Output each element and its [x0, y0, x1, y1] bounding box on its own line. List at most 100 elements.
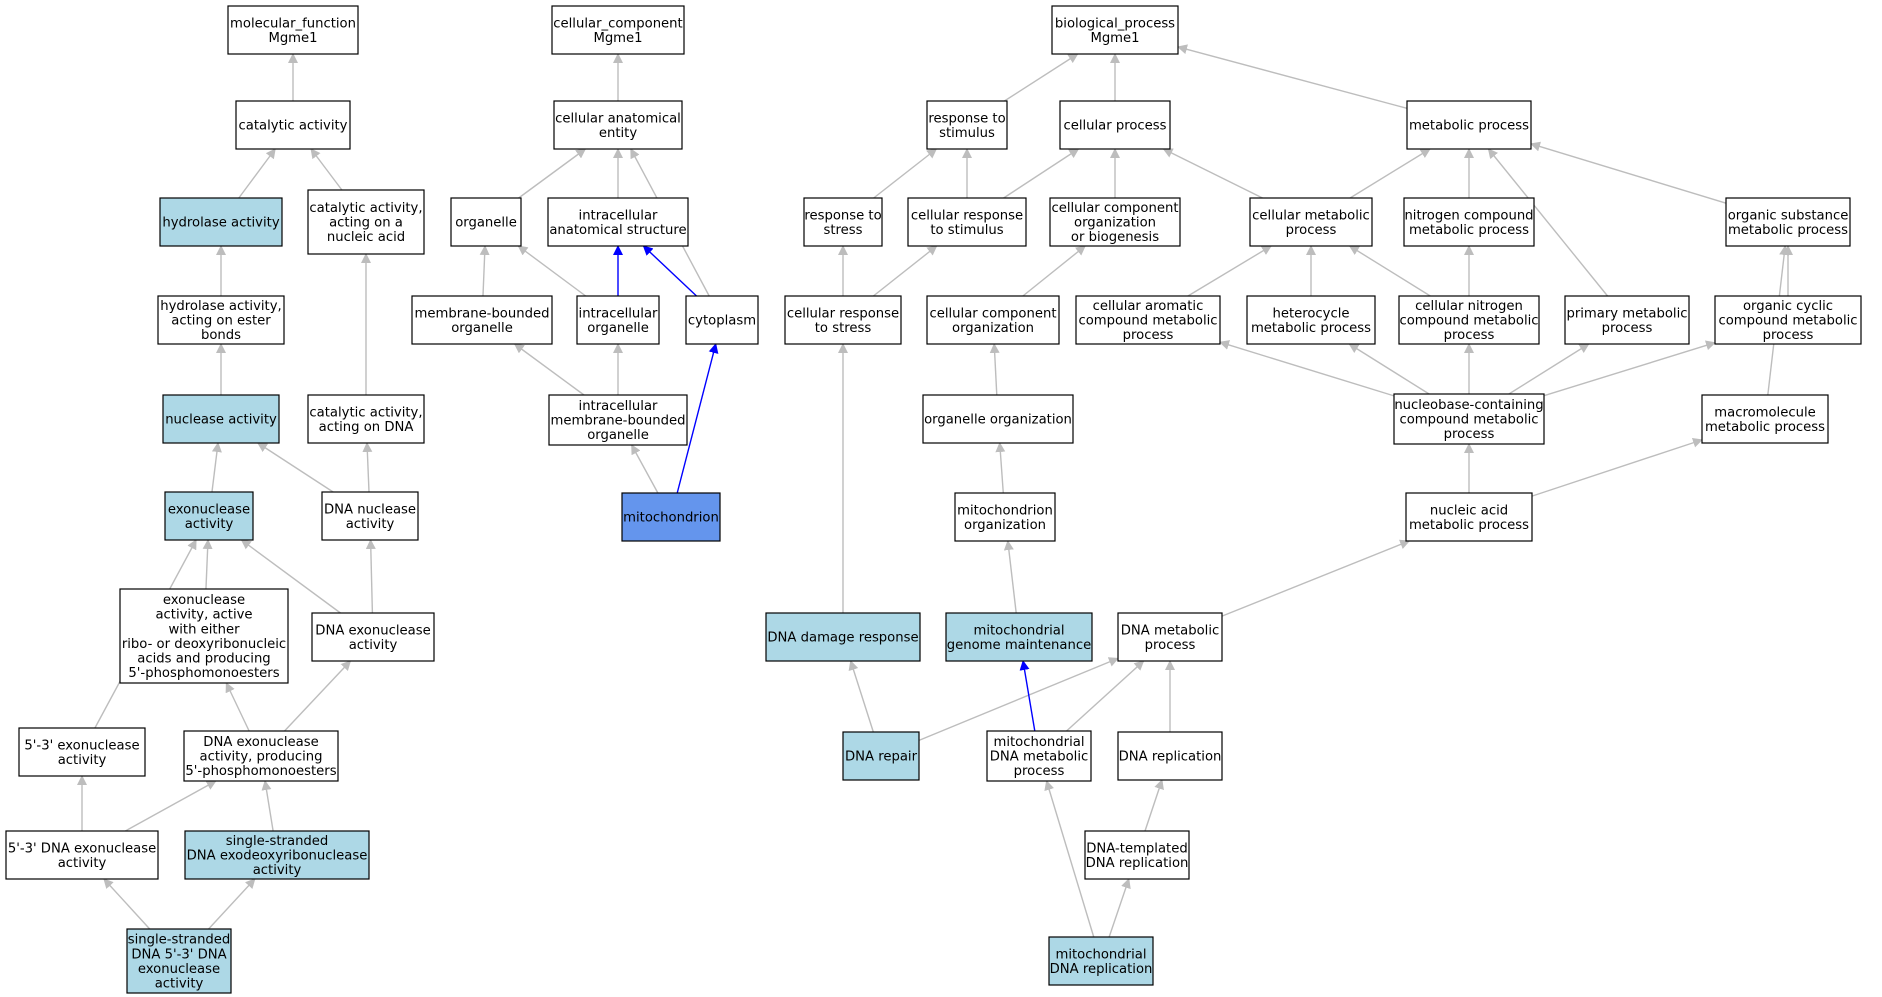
edge-dna_nuclease-to-nuclease: [257, 442, 334, 493]
edge-mito-to-cytoplasm: [676, 343, 719, 494]
edge-ss_53-to-dna_exo53: [103, 878, 151, 930]
node-box: [18, 727, 146, 777]
node-box: [576, 295, 660, 345]
edge-cytoplasm-to-ias: [642, 245, 698, 297]
node-organelle[interactable]: organelle: [450, 197, 522, 247]
node-box: [685, 295, 759, 345]
node-cell_proc[interactable]: cellular process: [1059, 100, 1171, 150]
node-met_proc[interactable]: metabolic process: [1406, 100, 1532, 150]
node-box: [307, 394, 425, 444]
edge-nucleobase-to-prim_met: [1508, 343, 1590, 395]
node-cytoplasm[interactable]: cytoplasm: [685, 295, 759, 345]
edge-resp_stress-to-resp_stim: [873, 148, 938, 199]
node-org_org[interactable]: organelle organization: [922, 394, 1074, 444]
edge-mito_dna_rep-to-dna_templ: [1108, 878, 1131, 938]
node-cat_dna[interactable]: catalytic activity,acting on DNA: [307, 394, 425, 444]
node-box: [126, 928, 232, 994]
node-box: [1564, 295, 1690, 345]
node-box: [183, 730, 339, 782]
node-dna_repair[interactable]: DNA repair: [842, 731, 920, 781]
edge-dna_repair-to-dna_damage: [848, 660, 875, 733]
node-box: [119, 588, 289, 684]
node-label: metabolic process: [1409, 119, 1529, 134]
edge-cell_resp_stim-to-cell_proc: [1003, 148, 1080, 199]
node-box: [157, 295, 285, 345]
node-box: [307, 189, 425, 255]
edge-cell_nit-to-cell_met: [1348, 245, 1431, 297]
node-dna_rep[interactable]: DNA replication: [1117, 731, 1223, 781]
edge-imbo-to-mbo: [513, 343, 585, 396]
node-hydrolase[interactable]: hydrolase activity: [159, 197, 283, 247]
node-box: [945, 612, 1093, 662]
edge-mito_dna_rep-to-mito_dna_met: [1044, 780, 1095, 938]
node-dna_damage[interactable]: DNA damage response: [765, 612, 921, 662]
edge-cell_arom-to-cell_met: [1187, 245, 1272, 297]
edge-met_proc-to-bp_root: [1177, 44, 1408, 110]
node-box: [548, 394, 688, 446]
node-catalytic[interactable]: catalytic activity: [235, 100, 351, 150]
edge-resp_stim-to-bp_root: [1004, 53, 1079, 102]
node-box: [1701, 394, 1829, 444]
node-box: [1714, 295, 1862, 345]
node-mito[interactable]: mitochondrion: [621, 492, 721, 542]
node-label: cellular process: [1063, 119, 1166, 134]
node-box: [227, 5, 359, 55]
edge-mito_dna_met-to-dna_met: [1066, 660, 1145, 732]
edge-cco-to-ccob: [1022, 245, 1086, 297]
edge-dna_nuclease-to-cat_dna: [362, 442, 373, 493]
node-box: [450, 197, 522, 247]
edge-io-to-organelle: [517, 245, 587, 297]
node-box: [922, 394, 1074, 444]
node-nuclease[interactable]: nuclease activity: [162, 394, 280, 444]
